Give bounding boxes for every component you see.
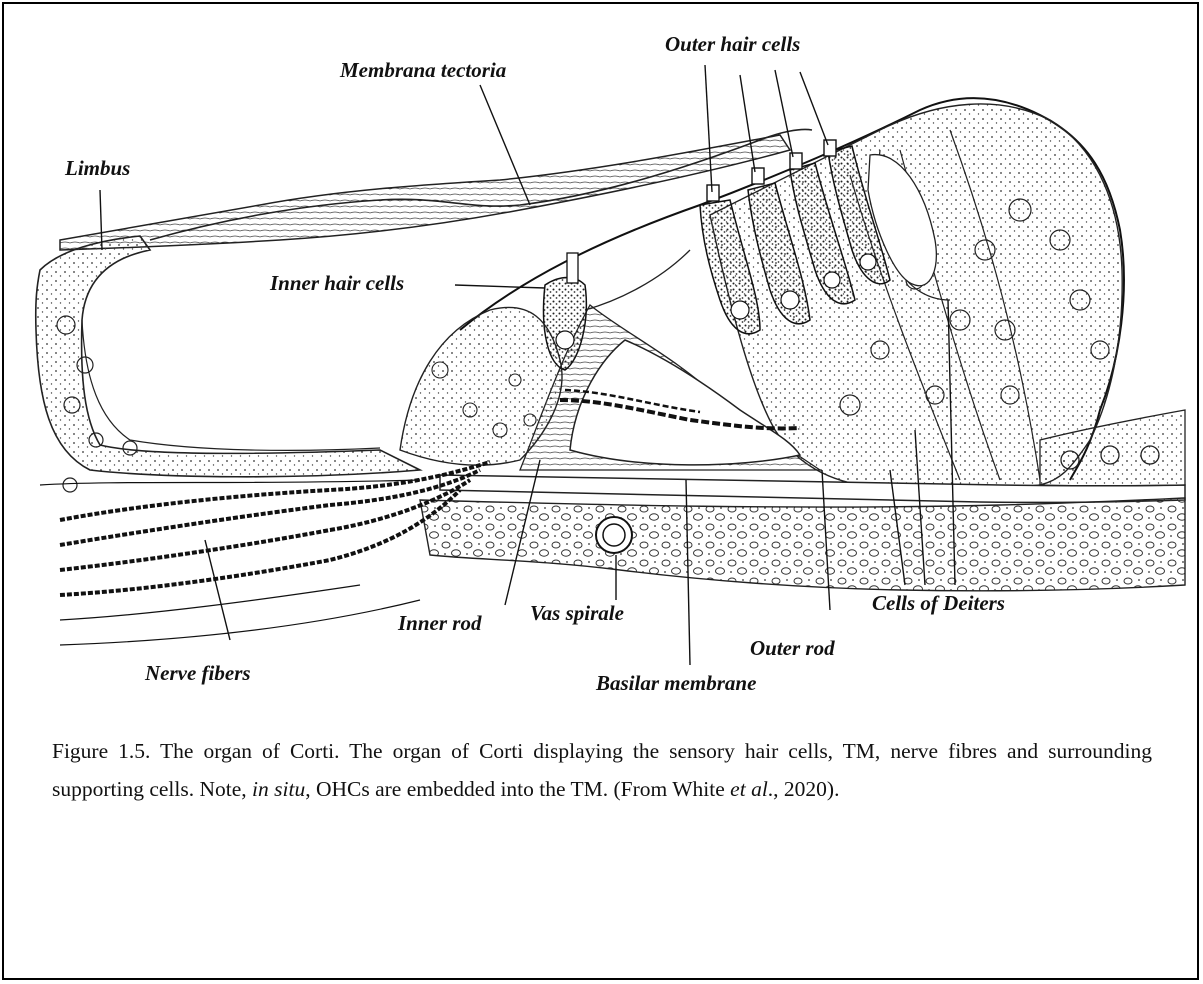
label-limbus: Limbus	[64, 156, 130, 180]
figure-caption: Figure 1.5. The organ of Corti. The orga…	[52, 732, 1152, 808]
label-vas-spirale: Vas spirale	[530, 601, 624, 625]
label-outer-hair-cells: Outer hair cells	[665, 32, 800, 56]
caption-italic-in-situ: in situ	[252, 777, 305, 801]
label-inner-rod: Inner rod	[397, 611, 482, 635]
caption-text-3: ., 2020).	[768, 777, 840, 801]
label-inner-hair-cells: Inner hair cells	[269, 271, 404, 295]
caption-italic-et-al: et al	[730, 777, 768, 801]
label-outer-rod: Outer rod	[750, 636, 835, 660]
label-membrana-tectoria: Membrana tectoria	[339, 58, 506, 82]
label-nerve-fibers: Nerve fibers	[144, 661, 251, 685]
label-basilar-membrane: Basilar membrane	[595, 671, 756, 695]
label-cells-of-deiters: Cells of Deiters	[872, 591, 1005, 615]
basilar-membrane-band	[420, 475, 1185, 591]
caption-text-2: , OHCs are embedded into the TM. (From W…	[305, 777, 730, 801]
organ-of-corti-illustration: Membrana tectoria Outer hair cells Limbu…	[0, 0, 1203, 720]
